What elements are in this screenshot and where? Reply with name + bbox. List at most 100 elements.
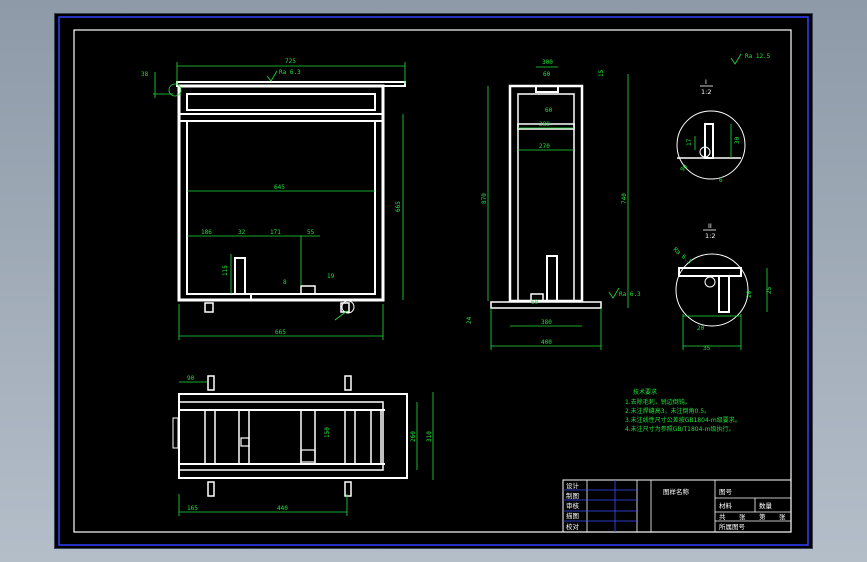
side-dim-base-small: 60 — [531, 299, 539, 306]
side-base-plate — [490, 301, 602, 309]
drawing-viewport[interactable]: 725 38 645 665 665 186 32 171 55 — [55, 14, 812, 548]
tb-bottom-label: 所属图号 — [719, 522, 746, 531]
notes-line-4: 4.未注尺寸为参照GB/T1804-m级执行。 — [625, 425, 734, 433]
detail-II-circle — [675, 253, 749, 327]
side-dim-height-a: 870 — [481, 193, 488, 204]
dim-seg-a: 186 — [201, 229, 212, 236]
front-bracket — [234, 257, 246, 295]
side-view: 300 60 380 270 60 870 740 15 380 400 24 — [466, 59, 641, 350]
detail-II-dim-b: 20 — [697, 325, 705, 332]
top-foot — [207, 481, 215, 497]
dim-seg-b: 32 — [238, 229, 246, 236]
side-dim-top-a: 300 — [542, 59, 553, 66]
side-dim-base-a: 380 — [541, 319, 552, 326]
detail-II-roughness: Ra 6.3 — [672, 246, 693, 266]
detail-II-label: II — [708, 222, 712, 230]
dim-slot-height: 115 — [222, 265, 229, 276]
detail-I-roughness: Ra 12.5 — [745, 53, 771, 60]
notes-line-2: 2.未注焊缝高3，未注倒角0.5。 — [625, 407, 710, 415]
top-dim-bottom-a: 165 — [187, 505, 198, 512]
detail-II-leg — [718, 275, 730, 313]
side-dim-inner-a: 380 — [539, 121, 550, 128]
sheet-inner-frame — [73, 29, 792, 533]
top-post — [300, 409, 316, 465]
tb-sheet-d: 张 — [779, 512, 786, 521]
tb-material-label: 材料 — [719, 501, 733, 510]
detail-I-circle — [676, 110, 746, 180]
dim-seg-d: 55 — [307, 229, 315, 236]
side-dim-base-b: 400 — [541, 339, 552, 346]
leader-line — [334, 310, 348, 321]
title-block: 设计 制图 审核 描图 校对 图样名称 图号 材料 数量 共 张 第 张 所属图… — [562, 479, 792, 533]
top-foot — [207, 375, 215, 391]
top-post — [370, 409, 382, 465]
detail-I-dim-c: 90 — [679, 163, 689, 173]
top-outer-frame — [178, 393, 408, 479]
dim-seg-c: 171 — [270, 229, 281, 236]
top-block — [240, 437, 250, 447]
notes-line-1: 1.去除毛刺，锐边倒钝。 — [625, 398, 691, 406]
detail-II-scale: 1:2 — [705, 232, 715, 240]
roughness-symbol-icon — [266, 70, 278, 82]
technical-notes: 技术要求 1.去除毛刺，锐边倒钝。 2.未注焊缝高3，未注倒角0.5。 3.未注… — [625, 388, 741, 433]
dim-inner-width: 645 — [274, 184, 285, 191]
tb-row-review: 审核 — [566, 501, 580, 510]
side-roughness: Ra 6.3 — [619, 291, 641, 298]
side-block — [530, 293, 544, 302]
front-cross-beam — [178, 113, 384, 122]
front-inner-frame — [186, 120, 376, 295]
tb-row-draw: 制图 — [566, 491, 579, 500]
side-cross-beam — [517, 123, 575, 130]
detail-I-hole — [699, 146, 711, 158]
detail-II-dim-a: 35 — [703, 345, 711, 352]
side-dim-inner-b: 270 — [539, 143, 550, 150]
top-inner-frame — [178, 401, 384, 471]
tb-sheet-a: 共 — [719, 512, 726, 521]
top-block — [300, 449, 316, 463]
top-dim-left: 90 — [187, 375, 195, 382]
roughness-symbol-icon — [608, 287, 620, 299]
notes-line-3: 3.未注线性尺寸公差按GB1804-m级要求。 — [625, 416, 741, 424]
front-foot-left — [204, 302, 214, 313]
detail-I-label: I — [705, 78, 707, 86]
detail-II-hole — [704, 276, 716, 288]
side-dim-right: 15 — [598, 69, 605, 77]
side-top-cap — [535, 85, 559, 93]
dim-bottom-width: 665 — [275, 329, 286, 336]
side-dim-mid-a: 60 — [545, 107, 553, 114]
top-dim-right-b: 310 — [426, 431, 433, 442]
tb-part-name: 图样名称 — [663, 487, 690, 496]
detail-I-dim-a: 17 — [686, 138, 693, 146]
top-dim-mid: 150 — [324, 427, 331, 438]
sheet-outer-border — [58, 16, 809, 546]
detail-II-dim-c: 25 — [766, 286, 773, 294]
detail-II-plate — [678, 267, 742, 277]
top-post — [238, 409, 250, 465]
top-dim-bottom-b: 440 — [277, 505, 288, 512]
tb-drawing-no-label: 图号 — [719, 488, 733, 496]
top-side-tab — [172, 417, 179, 449]
front-outer-frame — [177, 84, 385, 302]
dim-inner-height: 665 — [395, 201, 402, 212]
top-post — [204, 409, 216, 465]
notes-title: 技术要求 — [633, 388, 657, 396]
detail-I-plate — [704, 123, 714, 159]
front-block — [300, 285, 316, 295]
front-view: 725 38 645 665 665 186 32 171 55 — [141, 58, 406, 340]
detail-II-dim-d: 20 — [746, 290, 753, 298]
tb-qty-label: 数量 — [759, 501, 773, 510]
dim-overall-width: 725 — [285, 58, 296, 65]
tb-row-design: 设计 — [566, 481, 580, 490]
top-dim-right-a: 260 — [410, 431, 417, 442]
dim-small-b: 19 — [327, 273, 335, 280]
detail-I-scale: 1:2 — [701, 88, 711, 96]
top-view: 90 165 440 260 310 150 — [172, 375, 434, 516]
top-foot — [344, 481, 352, 497]
top-foot — [344, 375, 352, 391]
detail-view-I: I 1:2 17 30 90 6 Ra 12.5 — [676, 53, 771, 184]
tb-sheet-c: 第 — [759, 512, 766, 521]
side-dim-base-left: 24 — [466, 316, 473, 324]
side-bracket — [546, 255, 558, 302]
tb-row-check: 校对 — [566, 522, 580, 531]
